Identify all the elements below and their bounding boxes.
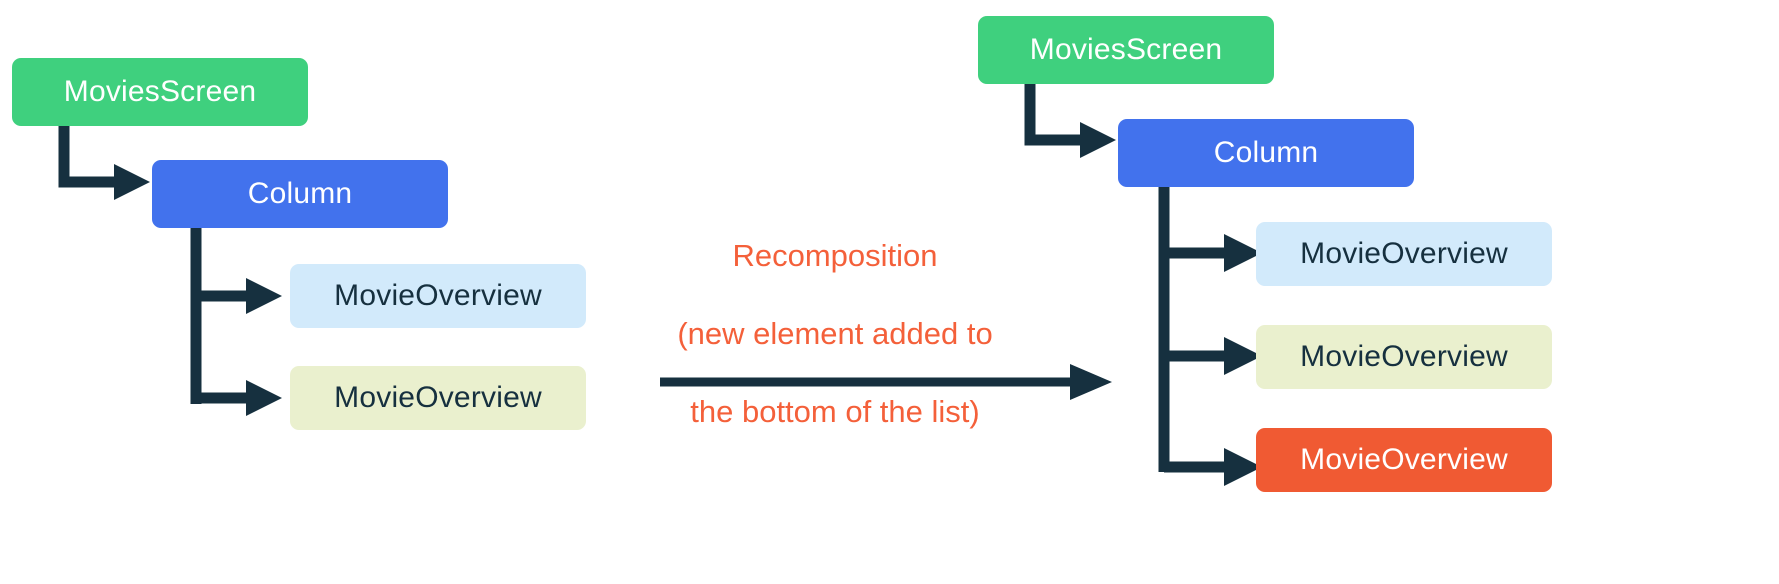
after-node-movieoverview-3-label: MovieOverview [1300, 443, 1508, 476]
after-node-movieoverview-2[interactable]: MovieOverview [1256, 325, 1552, 389]
before-node-column-label: Column [247, 177, 353, 210]
after-node-column[interactable]: Column [1118, 119, 1414, 187]
recomposition-caption-line-1: Recomposition [732, 238, 938, 274]
before-node-movieoverview-2[interactable]: MovieOverview [290, 366, 586, 430]
recomposition-caption-line-2: (new element added to [677, 316, 993, 352]
after-node-movieoverview-2-label: MovieOverview [1300, 340, 1508, 373]
recomposition-arrow [660, 364, 1112, 400]
recomposition-caption-line-3: the bottom of the list) [690, 394, 980, 430]
after-node-movieoverview-1-label: MovieOverview [1300, 237, 1508, 270]
after-node-column-label: Column [1213, 136, 1319, 169]
after-node-movieoverview-3-new[interactable]: MovieOverview [1256, 428, 1552, 492]
before-node-movieoverview-1-label: MovieOverview [334, 279, 542, 312]
after-connector-column-to-children [1158, 187, 1262, 486]
before-node-column[interactable]: Column [152, 160, 448, 228]
before-node-moviesscreen-label: MoviesScreen [63, 75, 257, 108]
before-node-movieoverview-1[interactable]: MovieOverview [290, 264, 586, 328]
after-node-movieoverview-1[interactable]: MovieOverview [1256, 222, 1552, 286]
before-node-moviesscreen[interactable]: MoviesScreen [12, 58, 308, 126]
after-node-moviesscreen-label: MoviesScreen [1029, 33, 1223, 66]
before-connector-root-to-column [58, 126, 150, 200]
after-connector-root-to-column [1024, 84, 1116, 158]
before-node-movieoverview-2-label: MovieOverview [334, 381, 542, 414]
recomposition-caption: Recomposition (new element added to the … [650, 197, 1020, 470]
before-connector-column-to-children [190, 228, 282, 416]
after-node-moviesscreen[interactable]: MoviesScreen [978, 16, 1274, 84]
